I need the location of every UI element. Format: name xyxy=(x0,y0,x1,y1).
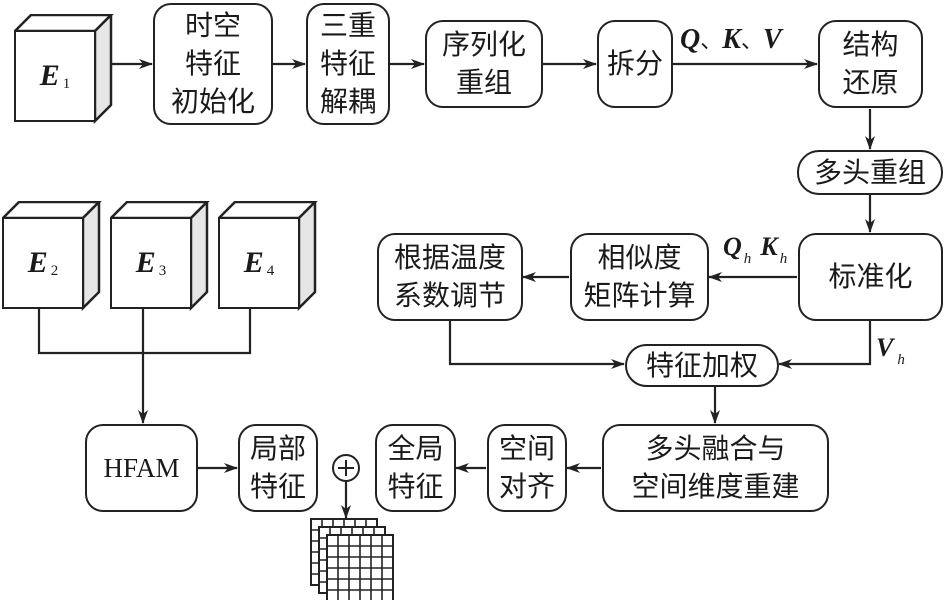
node-label-line: 矩阵计算 xyxy=(583,279,696,312)
arrow-temperature-to-weighting xyxy=(448,321,625,369)
node-temperature-adjust: 根据温度 系数调节 xyxy=(377,233,523,321)
node-label-line: 特征 xyxy=(387,470,444,503)
node-label-line: 特征 xyxy=(184,47,241,80)
node-label-line: 特征 xyxy=(319,47,376,80)
node-normalize: 标准化 xyxy=(798,233,943,321)
e2-symbol: E xyxy=(27,246,48,279)
node-label-line: 结构 xyxy=(842,28,899,61)
node-label-line: 多头重组 xyxy=(813,155,926,189)
separator: 、 xyxy=(740,29,763,54)
node-triple-decouple: 三重 特征 解耦 xyxy=(306,3,390,125)
e2-subscript: 2 xyxy=(50,262,59,279)
node-label-line: HFAM xyxy=(103,453,180,483)
arrow-normalize-to-weighting xyxy=(778,321,872,369)
node-multihead-fusion: 多头融合与 空间维度重建 xyxy=(602,424,829,512)
q-symbol: Q xyxy=(680,24,701,55)
e1-symbol: E xyxy=(39,59,60,92)
node-similarity-matrix: 相似度 矩阵计算 xyxy=(570,233,709,321)
node-label-line: 重组 xyxy=(455,66,512,99)
qh-symbol: Q xyxy=(723,232,742,261)
node-label-line: 解耦 xyxy=(319,85,376,118)
edge-label-qkv: Q、K、V xyxy=(680,22,782,56)
vh-subscript: h xyxy=(897,352,905,368)
node-local-feature: 局部 特征 xyxy=(238,424,318,512)
add-operator-icon xyxy=(332,454,360,482)
qh-subscript: h xyxy=(743,251,752,267)
node-label-line: 拆分 xyxy=(606,47,663,80)
cube-3d-icon xyxy=(110,201,210,311)
node-label-line: 全局 xyxy=(387,432,444,465)
node-serialize-regroup: 序列化 重组 xyxy=(425,20,543,108)
separator: 、 xyxy=(700,29,723,54)
node-label-line: 初始化 xyxy=(170,85,255,118)
v-symbol: V xyxy=(762,24,782,55)
e3-symbol: E xyxy=(135,246,156,279)
node-global-feature: 全局 特征 xyxy=(375,424,456,512)
node-multihead-regroup: 多头重组 xyxy=(797,150,943,195)
node-label-line: 多头融合与 xyxy=(645,432,786,465)
node-structure-restore: 结构 还原 xyxy=(818,20,923,108)
vh-symbol: V xyxy=(876,333,894,362)
node-label-line: 时空 xyxy=(184,9,241,42)
node-label-line: 空间 xyxy=(498,432,555,465)
stacked-feature-grid-icon xyxy=(310,518,394,600)
cube-3d-icon xyxy=(14,14,114,124)
node-label-line: 特征 xyxy=(249,470,306,503)
e3-subscript: 3 xyxy=(158,262,167,279)
node-label-line: 根据温度 xyxy=(393,241,506,274)
node-label-line: 三重 xyxy=(319,9,376,42)
feature-grid-layer xyxy=(326,534,394,600)
e4-subscript: 4 xyxy=(266,262,275,279)
node-label-line: 特征加权 xyxy=(645,348,758,382)
kh-symbol: K xyxy=(760,232,778,261)
node-label-line: 局部 xyxy=(249,432,306,465)
node-label-line: 序列化 xyxy=(441,28,526,61)
node-label-line: 标准化 xyxy=(828,260,913,293)
connector-e2-e3-e4-bus xyxy=(37,308,252,355)
k-symbol: K xyxy=(722,24,741,55)
node-feature-weighting: 特征加权 xyxy=(625,344,779,387)
node-label-line: 还原 xyxy=(842,66,899,99)
node-spatial-align: 空间 对齐 xyxy=(487,424,567,512)
e4-symbol: E xyxy=(243,246,264,279)
node-label-line: 系数调节 xyxy=(393,279,506,312)
node-spatiotemporal-init: 时空 特征 初始化 xyxy=(153,3,273,125)
e1-subscript: 1 xyxy=(62,75,71,92)
node-label-line: 空间维度重建 xyxy=(631,470,800,503)
kh-subscript: h xyxy=(779,251,788,267)
node-label-line: 相似度 xyxy=(597,241,682,274)
node-label-line: 对齐 xyxy=(498,470,555,503)
node-split: 拆分 xyxy=(597,20,673,108)
node-hfam: HFAM xyxy=(85,424,198,512)
